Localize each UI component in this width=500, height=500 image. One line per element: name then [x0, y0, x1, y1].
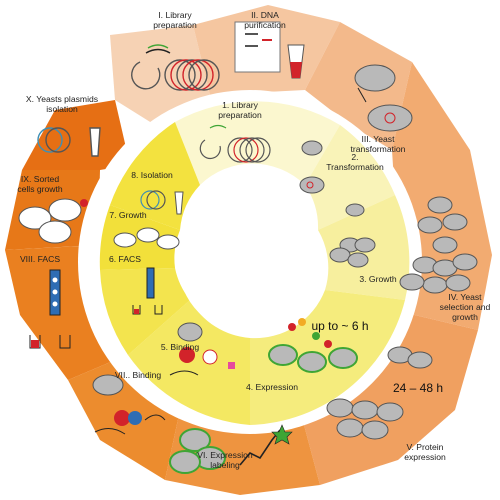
inner-growth-icon: [113, 227, 180, 250]
inner-isolation-icon: [140, 190, 184, 215]
facs-outer-icon: [29, 269, 71, 349]
center-hole: [178, 190, 322, 334]
inner-facs-icon: [132, 267, 163, 315]
duration-long-label: 24 – 48 h: [393, 381, 443, 395]
yeast-transformation-icon: [354, 64, 413, 132]
inner-expression-icon: [268, 318, 358, 373]
inner-segment-4: [250, 290, 405, 425]
gel-tube-icon: [234, 21, 305, 79]
inner-step-label-4: 4. Expression: [246, 382, 298, 392]
inner-plasmid-icon: [199, 124, 271, 163]
binding-outer-icon: [92, 374, 166, 435]
inner-segment-6: [100, 268, 190, 355]
protein-expression-cells-icon: [326, 346, 433, 440]
plasmid-isolation-icon: [37, 127, 101, 157]
inner-segment-1: [175, 101, 340, 185]
plasmid-library-icon: [131, 44, 220, 91]
duration-short-label: up to ~ 6 h: [311, 319, 368, 333]
outer-segment-V: [300, 312, 478, 485]
inner-step-label-6: 6. FACS: [109, 254, 141, 264]
inner-binding-icon: [169, 322, 235, 376]
inner-transformation-icon: [299, 140, 325, 194]
inner-segment-2: [305, 125, 395, 230]
inner-step-label-5: 5. Binding: [161, 342, 199, 352]
expression-labeling-icon: [169, 424, 293, 474]
outer-step-label-VIII: VIII. FACS: [20, 254, 60, 264]
inner-step-label-7: 7. Growth: [109, 210, 146, 220]
inner-step-label-3: 3. Growth: [359, 274, 396, 284]
inner-step-label-2: 2.Transformation: [326, 152, 384, 172]
sorted-cells-growth-icon: [18, 198, 88, 244]
outer-step-label-VII: VII.. Binding: [115, 370, 162, 380]
yeast-colony-icon: [399, 196, 478, 294]
inner-growth-cells-icon: [329, 203, 376, 268]
inner-step-label-8: 8. Isolation: [131, 170, 173, 180]
